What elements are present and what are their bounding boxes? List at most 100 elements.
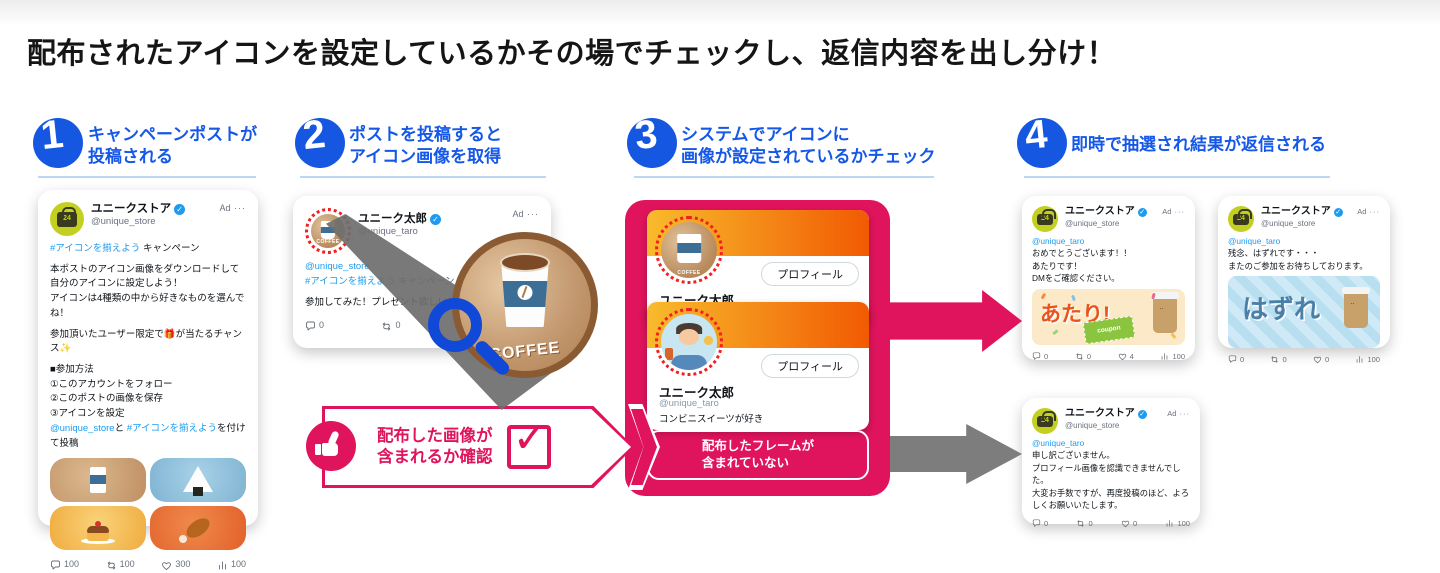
error-line2: プロフィール画像を認識できませんでした。 bbox=[1032, 462, 1181, 486]
win-image-text: あたり! bbox=[1040, 302, 1110, 326]
win-result-image: あたり! coupon bbox=[1032, 288, 1185, 345]
ad-label: Ad bbox=[219, 202, 246, 216]
confetti bbox=[1071, 294, 1076, 301]
ad-label: Ad bbox=[1162, 206, 1185, 217]
hashtag-suffix: キャンペーン bbox=[140, 243, 200, 254]
callout-line2: 含まれるか確認 bbox=[377, 448, 493, 466]
user-handle: @unique_taro bbox=[358, 226, 418, 238]
step-4-title: 即時で抽選され結果が返信される bbox=[1071, 135, 1326, 154]
profile-person-avatar bbox=[661, 314, 717, 370]
error-reply-card: 24 ユニークストア @unique_store Ad @unique_taro… bbox=[1022, 398, 1200, 528]
how-to-2: ②このポストの画像を保存 bbox=[50, 393, 164, 405]
like-button[interactable]: 0 bbox=[1121, 518, 1137, 529]
hashtag-link[interactable]: #アイコンを揃えよう bbox=[126, 422, 218, 434]
hashtag-link[interactable]: #アイコンを揃えよう bbox=[305, 275, 396, 287]
repost-button[interactable]: 0 bbox=[1076, 518, 1093, 529]
store-handle: @unique_store bbox=[1065, 218, 1120, 228]
step-3-title: システムでアイコンに画像が設定されているかチェック bbox=[681, 125, 936, 167]
profile-button[interactable]: プロフィール bbox=[761, 354, 859, 378]
mention-link[interactable]: @unique_taro bbox=[1032, 236, 1085, 246]
profile-handle: @unique_taro bbox=[659, 398, 719, 409]
profile-bio: コンビニスイーツが好き bbox=[659, 414, 764, 425]
tweet-stats: 100 100 300 100 bbox=[50, 558, 246, 572]
reply-button[interactable]: 0 bbox=[1032, 518, 1048, 529]
reply-icon bbox=[50, 560, 61, 571]
coffee-icon-tile bbox=[50, 458, 146, 503]
onigiri-icon-tile bbox=[150, 458, 246, 503]
extracted-coffee-icon: COFFEE bbox=[452, 232, 598, 378]
bar-chart-icon bbox=[1160, 352, 1169, 361]
how-to-title: ■参加方法 bbox=[50, 364, 94, 376]
distributed-icon-highlight: COFFEE bbox=[655, 216, 723, 284]
reply-button[interactable]: 100 bbox=[50, 558, 79, 572]
lose-line2: またのご参加をお待ちしております。 bbox=[1228, 260, 1368, 271]
step-1-badge: 1 bbox=[33, 111, 83, 168]
lose-line1: 残念、はずれです・・・ bbox=[1228, 248, 1320, 259]
win-line3: DMをご確認ください。 bbox=[1032, 273, 1120, 284]
like-button[interactable]: 300 bbox=[161, 558, 190, 572]
mention-link[interactable]: @unique_taro bbox=[1228, 236, 1281, 246]
verified-badge-icon bbox=[430, 213, 441, 225]
campaign-body-1: 本ポストのアイコン画像をダウンロードして自分のアイコンに設定しよう！ bbox=[50, 263, 240, 290]
mention-link[interactable]: @unique_taro bbox=[1032, 438, 1085, 448]
repost-icon bbox=[381, 321, 392, 332]
repost-button[interactable]: 100 bbox=[106, 558, 135, 572]
shopping-bag-icon: 24 bbox=[57, 207, 77, 227]
store-handle: @unique_store bbox=[1065, 420, 1120, 430]
campaign-body-3: 参加頂いたユーザー限定で🎁が当たるチャンス✨ bbox=[50, 328, 243, 355]
store-handle: @unique_store bbox=[91, 216, 156, 228]
how-to-3: ③アイコンを設定 bbox=[50, 408, 125, 420]
views-stat[interactable]: 100 bbox=[217, 558, 246, 572]
verified-badge-icon bbox=[174, 203, 186, 215]
error-line3: 大変お手数ですが、再度投稿のほど、よろしくお願いいたします。 bbox=[1032, 487, 1190, 511]
step-3-underline bbox=[634, 176, 934, 178]
entry-body: 参加してみた！プレゼント欲しい！ bbox=[305, 297, 457, 309]
repost-icon bbox=[1076, 519, 1085, 528]
magnifier-icon bbox=[428, 298, 482, 352]
ad-label: Ad bbox=[1167, 408, 1190, 419]
heart-icon bbox=[1121, 519, 1130, 528]
profile-name: ユニーク太郎 bbox=[659, 386, 735, 400]
views-stat[interactable]: 100 bbox=[1160, 351, 1185, 362]
step-3-badge: 3 bbox=[627, 111, 677, 168]
views-stat[interactable]: 100 bbox=[1165, 518, 1190, 529]
repost-button[interactable]: 0 bbox=[1270, 354, 1287, 365]
mention-link[interactable]: @unique_store bbox=[305, 261, 370, 272]
footer-mid: と bbox=[114, 422, 127, 434]
repost-icon bbox=[1075, 352, 1084, 361]
store-name: ユニークストア bbox=[1065, 206, 1135, 217]
reply-button[interactable]: 0 bbox=[305, 319, 324, 333]
profile-coffee-avatar: COFFEE bbox=[661, 222, 717, 278]
profile-button[interactable]: プロフィール bbox=[761, 262, 859, 286]
tweet-stats: 0 0 4 100 bbox=[1032, 351, 1185, 362]
verified-badge-icon bbox=[1333, 207, 1343, 217]
thumbs-up-icon bbox=[306, 421, 356, 471]
reply-icon bbox=[1228, 355, 1237, 364]
like-button[interactable]: 4 bbox=[1118, 351, 1134, 362]
tweet-stats: 0 0 0 100 bbox=[1228, 354, 1380, 365]
repost-icon bbox=[106, 560, 117, 571]
reply-icon bbox=[1032, 519, 1041, 528]
repost-button[interactable]: 0 bbox=[1075, 351, 1091, 362]
views-stat[interactable]: 100 bbox=[1355, 354, 1380, 365]
reply-button[interactable]: 0 bbox=[1032, 351, 1048, 362]
page-title: 配布されたアイコンを設定しているかその場でチェックし、返信内容を出し分け！ bbox=[27, 38, 1117, 70]
pudding-icon-tile bbox=[50, 506, 146, 551]
hashtag-link[interactable]: #アイコンを揃えよう bbox=[50, 243, 141, 254]
step-2-title: ポストを投稿するとアイコン画像を取得 bbox=[349, 125, 502, 167]
campaign-body-2: アイコンは4種類の中から好きなものを選んでね！ bbox=[50, 293, 245, 319]
mention-link[interactable]: @unique_store bbox=[50, 422, 115, 434]
step-2-underline bbox=[300, 176, 546, 178]
store-name: ユニークストア bbox=[91, 203, 172, 215]
heart-icon bbox=[161, 560, 172, 571]
repost-button[interactable]: 0 bbox=[381, 319, 401, 333]
like-button[interactable]: 0 bbox=[1313, 354, 1329, 365]
coffee-cup-graphic bbox=[1151, 291, 1179, 333]
reply-button[interactable]: 0 bbox=[1228, 354, 1244, 365]
win-reply-card: 24 ユニークストア @unique_store Ad @unique_taro… bbox=[1022, 196, 1195, 362]
frame-not-included-label: 配布したフレームが 含まれていない bbox=[647, 430, 869, 480]
chicken-icon-tile bbox=[150, 506, 246, 551]
verified-badge-icon bbox=[1137, 409, 1147, 419]
check-callout: 配布した画像が 含まれるか確認 bbox=[325, 409, 631, 485]
